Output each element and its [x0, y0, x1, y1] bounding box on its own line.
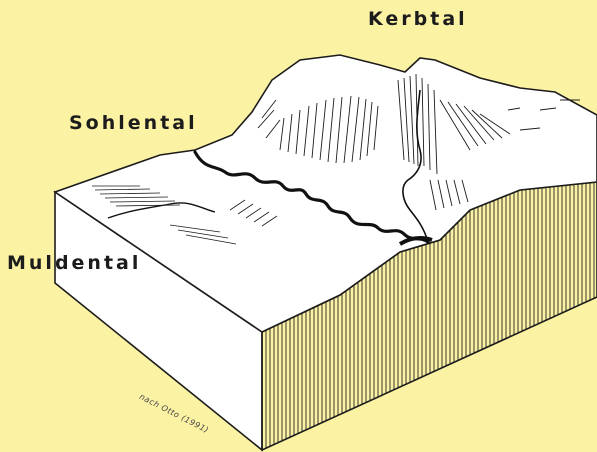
label-muldental: Muldental [7, 252, 141, 274]
label-sohlental: Sohlental [69, 112, 198, 134]
label-kerbtal: Kerbtal [368, 8, 468, 30]
